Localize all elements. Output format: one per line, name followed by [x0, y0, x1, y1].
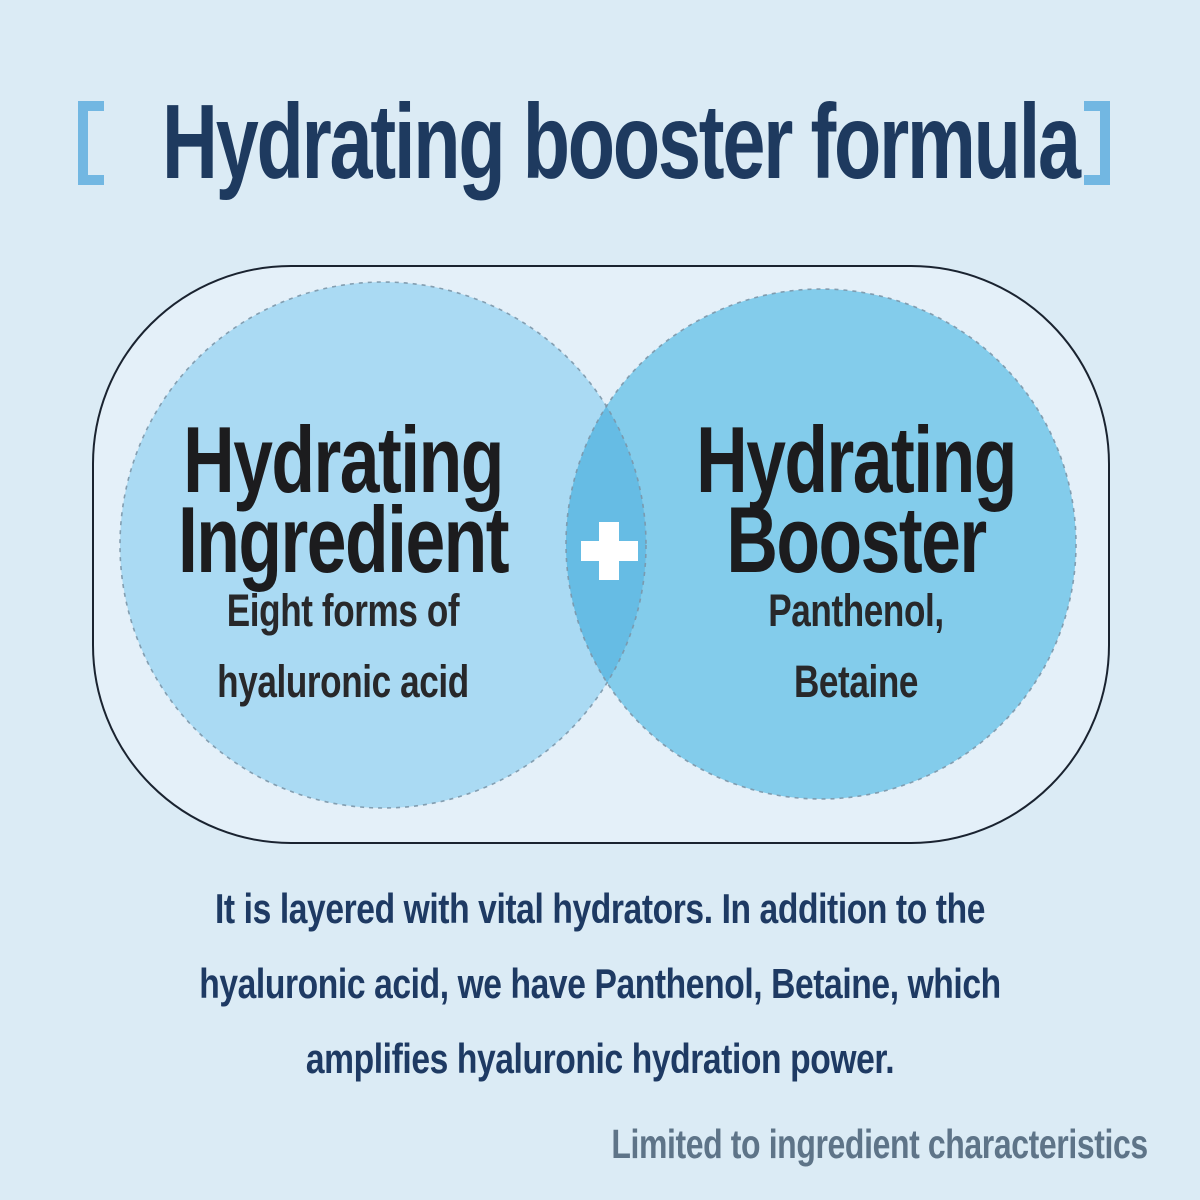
plus-icon	[581, 522, 638, 580]
right-circle-heading-line2: Booster	[726, 487, 987, 592]
left-circle-subtext: Eight forms of hyaluronic acid	[70, 575, 616, 717]
left-circle-subtext-line2: hyaluronic acid	[217, 656, 469, 707]
right-circle-heading: Hydrating Booster	[590, 407, 1122, 592]
left-circle-heading-line1: Hydrating	[183, 407, 504, 512]
description-line: amplifies hyaluronic hydration power.	[305, 1035, 895, 1082]
description-line: hyaluronic acid, we have Panthenol, Beta…	[199, 960, 1001, 1007]
left-circle-heading: Hydrating Ingredient	[77, 407, 609, 592]
page-title: Hydrating booster formula	[162, 83, 1081, 201]
footnote: Limited to ingredient characteristics	[611, 1121, 1149, 1167]
description-line: It is layered with vital hydrators. In a…	[215, 885, 985, 932]
close-bracket-icon	[1084, 101, 1110, 185]
title-row: Hydrating booster formula	[0, 89, 1200, 195]
description: It is layered with vital hydrators. In a…	[0, 871, 1200, 1096]
left-circle-heading-line2: Ingredient	[177, 487, 510, 592]
open-bracket-icon	[78, 101, 104, 185]
right-circle-heading-line1: Hydrating	[696, 407, 1017, 512]
right-circle-subtext: Panthenol, Betaine	[583, 575, 1129, 717]
left-circle-dashed-border	[119, 281, 647, 809]
right-circle	[566, 289, 1076, 799]
left-circle-subtext-line1: Eight forms of	[226, 585, 460, 636]
right-circle-subtext-line2: Betaine	[793, 656, 919, 707]
right-circle-dashed-border	[565, 288, 1077, 800]
right-circle-subtext-line1: Panthenol,	[768, 585, 944, 636]
left-circle	[120, 282, 646, 808]
